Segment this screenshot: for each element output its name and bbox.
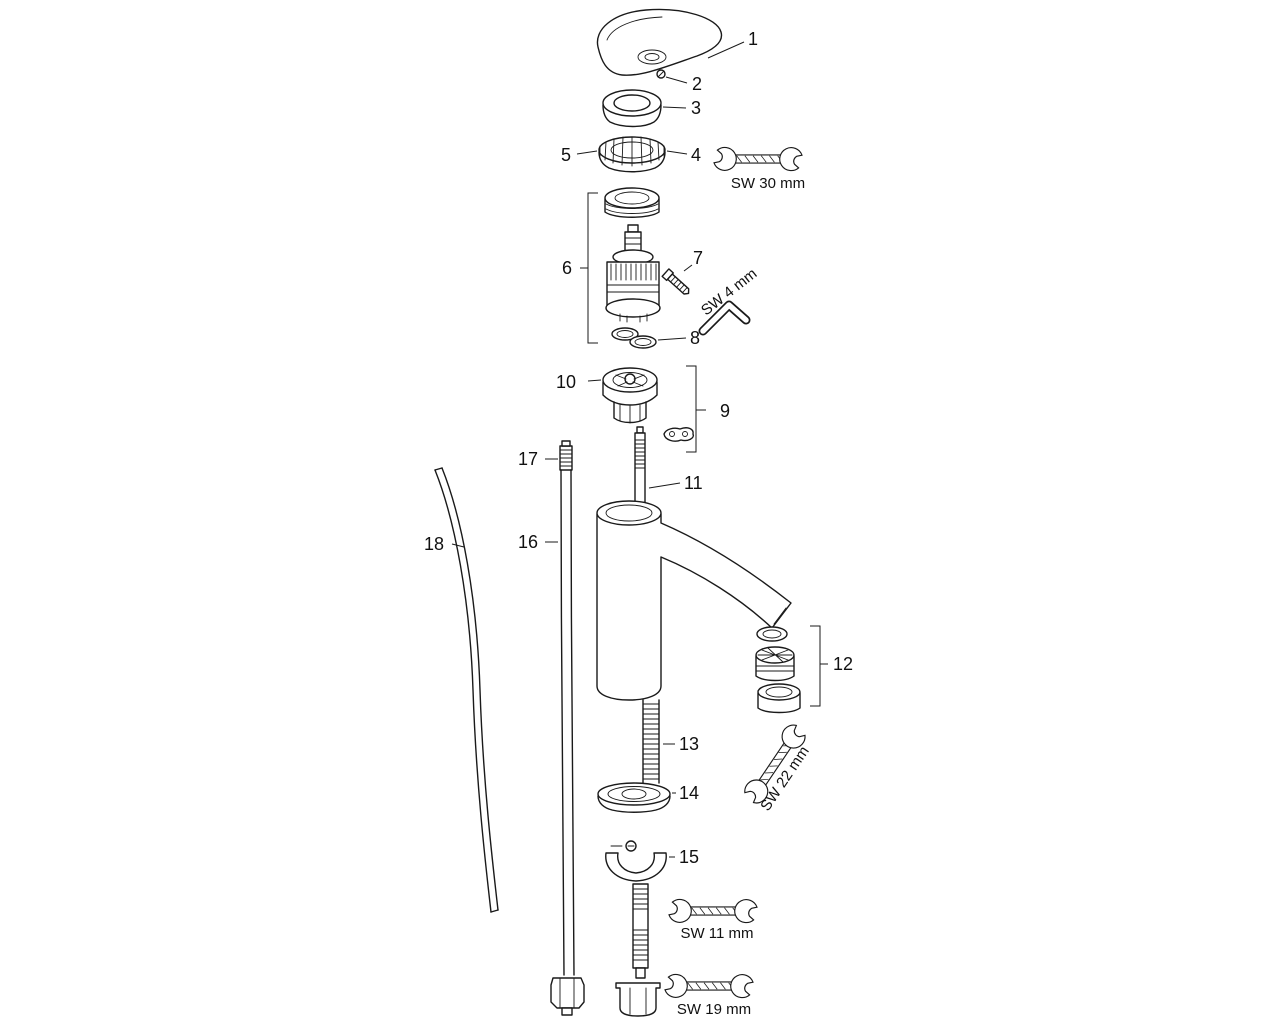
part-10-valve-insert [602, 367, 658, 424]
tool-label-sw11: SW 11 mm [680, 925, 753, 942]
callout-16: 16 [518, 532, 538, 552]
faucet-body [596, 500, 792, 701]
part-2-screw [656, 69, 666, 79]
callout-3: 3 [691, 98, 701, 118]
leader-line [451, 543, 465, 548]
bracket-12 [810, 625, 828, 707]
part-4-5-mounting-ring [598, 136, 666, 173]
leader-line [657, 337, 687, 341]
leader-line [648, 482, 681, 489]
part-1-handle [596, 8, 723, 76]
callout-4: 4 [691, 145, 701, 165]
part-9-clip [663, 427, 695, 442]
mounting-stud [632, 883, 649, 979]
part-15-mounting-clamp [605, 840, 667, 882]
leader-line [576, 150, 598, 155]
callout-13: 13 [679, 734, 699, 754]
union-nut [615, 982, 661, 1017]
part-13-flex-hose [642, 699, 660, 784]
callout-1: 1 [748, 29, 758, 49]
tool-label-sw30: SW 30 mm [731, 175, 805, 192]
open-end-wrench-sw30-icon [712, 144, 804, 174]
callout-10: 10 [556, 372, 576, 392]
tool-label-sw19: SW 19 mm [677, 1001, 751, 1018]
callout-5: 5 [561, 145, 571, 165]
leader-line [665, 76, 688, 84]
callout-2: 2 [692, 74, 702, 94]
part-11-connecting-rod [634, 426, 646, 507]
leader-line [662, 106, 687, 109]
callout-9: 9 [720, 401, 730, 421]
part-16-supply-hose [550, 469, 585, 1016]
part-12-aerator-set [755, 626, 801, 714]
part-8-seal-set [611, 327, 657, 349]
part-17-hose-connector [559, 440, 573, 471]
allen-key-sw4-icon [698, 300, 751, 336]
callout-14: 14 [679, 783, 699, 803]
part-7-screw [661, 268, 690, 295]
callout-7: 7 [693, 248, 703, 268]
part-6-cartridge-assembly [604, 187, 661, 323]
leader-line [707, 41, 745, 59]
callout-11: 11 [684, 473, 703, 493]
callout-8: 8 [690, 328, 700, 348]
part-3-cap-sleeve [602, 89, 662, 128]
bracket-6 [580, 192, 598, 344]
leader-line [683, 264, 693, 272]
callout-15: 15 [679, 847, 699, 867]
leader-line [666, 150, 688, 155]
bracket-9 [686, 365, 706, 453]
part-18-supply-hose [434, 467, 499, 913]
open-end-wrench-sw11-icon [667, 896, 759, 926]
part-14-escutcheon-ring [597, 782, 671, 813]
leader-line [587, 379, 602, 382]
callout-17: 17 [518, 449, 538, 469]
callout-6: 6 [562, 258, 572, 278]
open-end-wrench-sw19-icon [663, 971, 755, 1001]
callout-18: 18 [424, 534, 444, 554]
callout-12: 12 [833, 654, 853, 674]
